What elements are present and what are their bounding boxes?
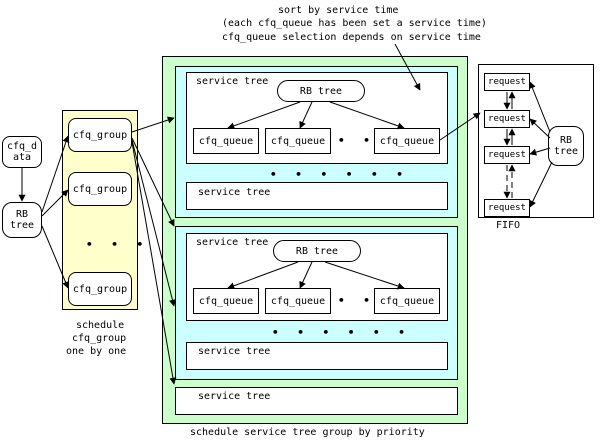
request-4-label: request	[488, 203, 526, 213]
service-tree-2-label: service tree	[196, 237, 269, 248]
cfq-queue-1-3-label: cfq_queue	[379, 135, 435, 147]
cfq-group-1-label: cfq_group	[72, 129, 128, 141]
rb-tree-1-label: RB tree	[299, 85, 343, 97]
cfq-queue-1-2-label: cfq_queue	[270, 135, 326, 147]
request-2: request	[484, 110, 530, 128]
service-tree-1-label: service tree	[196, 76, 269, 87]
cfq-queue-1-3: cfq_queue	[374, 128, 440, 154]
cfq-group-2-label: cfq_group	[72, 183, 128, 195]
cfq-queue-2-3: cfq_queue	[374, 288, 440, 314]
group-caption-3: one by one	[66, 346, 127, 357]
service-tree-2b-label: service tree	[198, 346, 271, 357]
service-tree-1b	[186, 182, 448, 210]
cfq-group-2: cfq_group	[68, 172, 132, 206]
service-tree-bottom	[175, 387, 458, 415]
cfq-queue-2-1-label: cfq_queue	[198, 295, 254, 307]
request-1-label: request	[488, 77, 526, 87]
rb-tree-fifo-label-2: tree	[553, 146, 579, 157]
rb-tree-2-label: RB tree	[295, 245, 339, 257]
request-3: request	[484, 146, 530, 164]
cfq-data-label-2: ata	[12, 152, 32, 163]
service-tree-2b	[186, 342, 448, 370]
cfq-data-label-1: cfq_d	[6, 140, 38, 152]
annotation-line-3: cfq_queue selection depends on service t…	[222, 32, 481, 43]
cfq-queue-2-2: cfq_queue	[265, 288, 331, 314]
rb-tree-2: RB tree	[273, 240, 361, 262]
outer-caption: schedule service tree group by priority	[190, 427, 425, 438]
annotation-line-2: (each cfq_queue has been set a service t…	[222, 18, 487, 29]
cfq-group-1: cfq_group	[68, 118, 132, 152]
cfq-queue-1-1: cfq_queue	[193, 128, 259, 154]
cfq-queue-2-2-label: cfq_queue	[270, 295, 326, 307]
rb-tree-left-label-1: RB	[15, 208, 29, 220]
rb-tree-left-label-2: tree	[9, 220, 35, 231]
request-4: request	[484, 199, 530, 217]
cfq-queue-2-1: cfq_queue	[193, 288, 259, 314]
cfq-queue-1-2: cfq_queue	[265, 128, 331, 154]
request-1: request	[484, 73, 530, 91]
cfq-group-3-label: cfq_group	[72, 283, 128, 295]
annotation-line-1: sort by service time	[278, 5, 399, 16]
group-caption-1: schedule	[76, 320, 125, 331]
fifo-label: FIFO	[496, 220, 521, 231]
service-tree-1b-label: service tree	[198, 187, 271, 198]
cfq-group-ellipsis: • • •	[86, 238, 150, 251]
cfq-queue-1-1-label: cfq_queue	[198, 135, 254, 147]
cfq-queue-2-3-label: cfq_queue	[379, 295, 435, 307]
request-2-label: request	[488, 114, 526, 124]
rb-tree-1: RB tree	[277, 80, 365, 102]
service-tree-2-ellipsis: • • • • • •	[272, 326, 411, 339]
group-caption-2: cfq_group	[72, 333, 127, 344]
request-3-label: request	[488, 150, 526, 160]
cfq-group-3: cfq_group	[68, 272, 132, 306]
service-tree-1-ellipsis: • • • • • •	[270, 168, 409, 181]
rb-tree-fifo-label-1: RB	[559, 134, 573, 146]
service-tree-bottom-label: service tree	[198, 391, 271, 402]
